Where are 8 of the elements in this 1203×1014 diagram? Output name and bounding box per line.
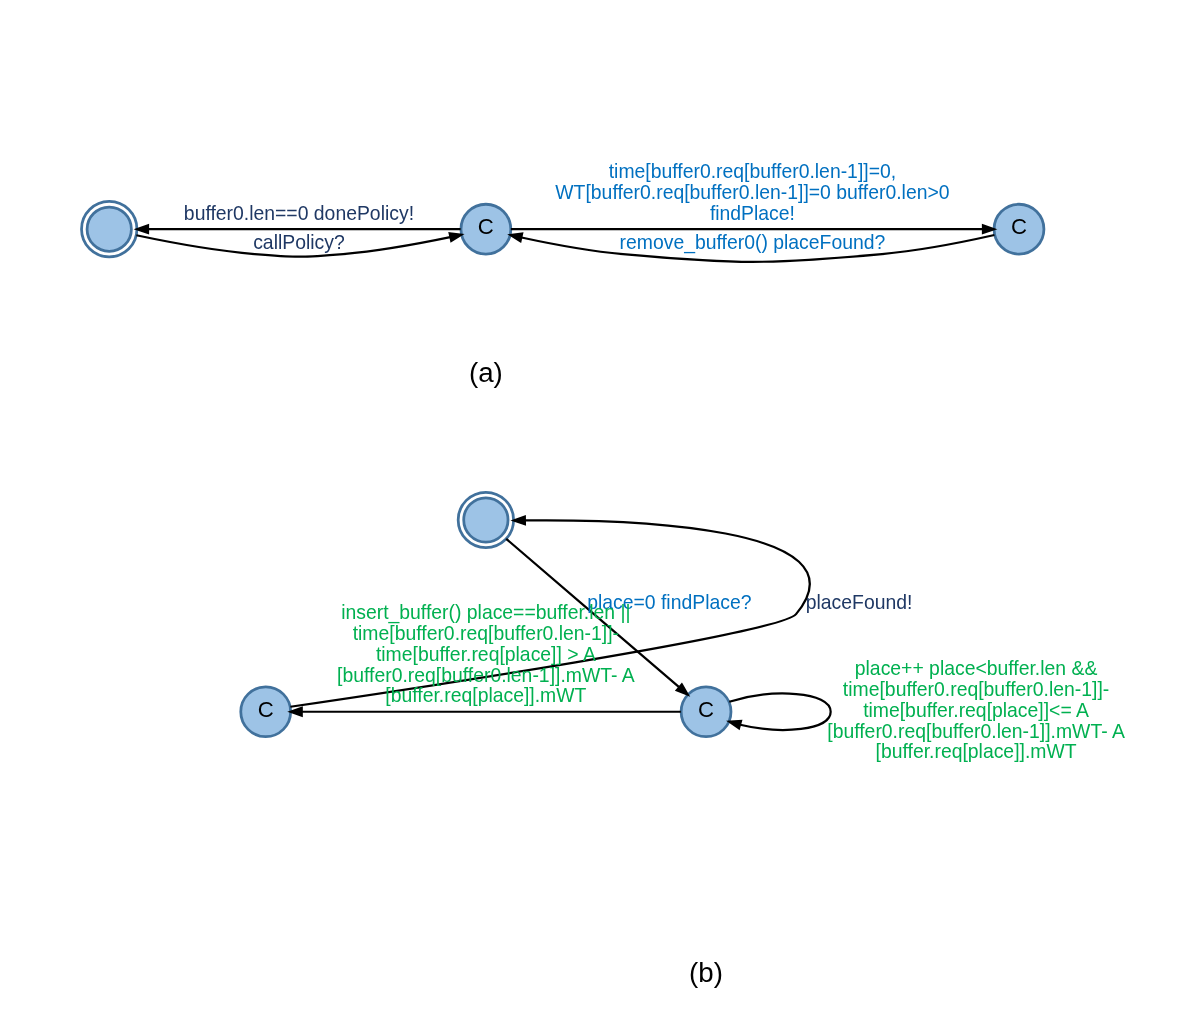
label: (b) <box>689 957 723 989</box>
edge-label: buffer0.len==0 donePolicy! <box>183 201 415 224</box>
edge-label: placeFound! <box>805 590 913 613</box>
edge-label: time[buffer0.req[buffer0.len-1]]=0, WT[buffer0.req[buffer0.len-1]]=0 buffer0.len>0 findPlace! <box>555 160 950 224</box>
edge-label: callPolicy? <box>253 230 345 253</box>
edge-label: place++ place<buffer.len && time[buffer0.req[buffer0.len-1]]- time[buffer.req[place]]<= A [buffer0.req[buffer0.len-1]].mWT- A [buffer.req[place]].mWT <box>827 657 1125 763</box>
label: (a) <box>468 356 503 388</box>
edge-label: remove_buffer0() placeFound? <box>619 230 886 253</box>
